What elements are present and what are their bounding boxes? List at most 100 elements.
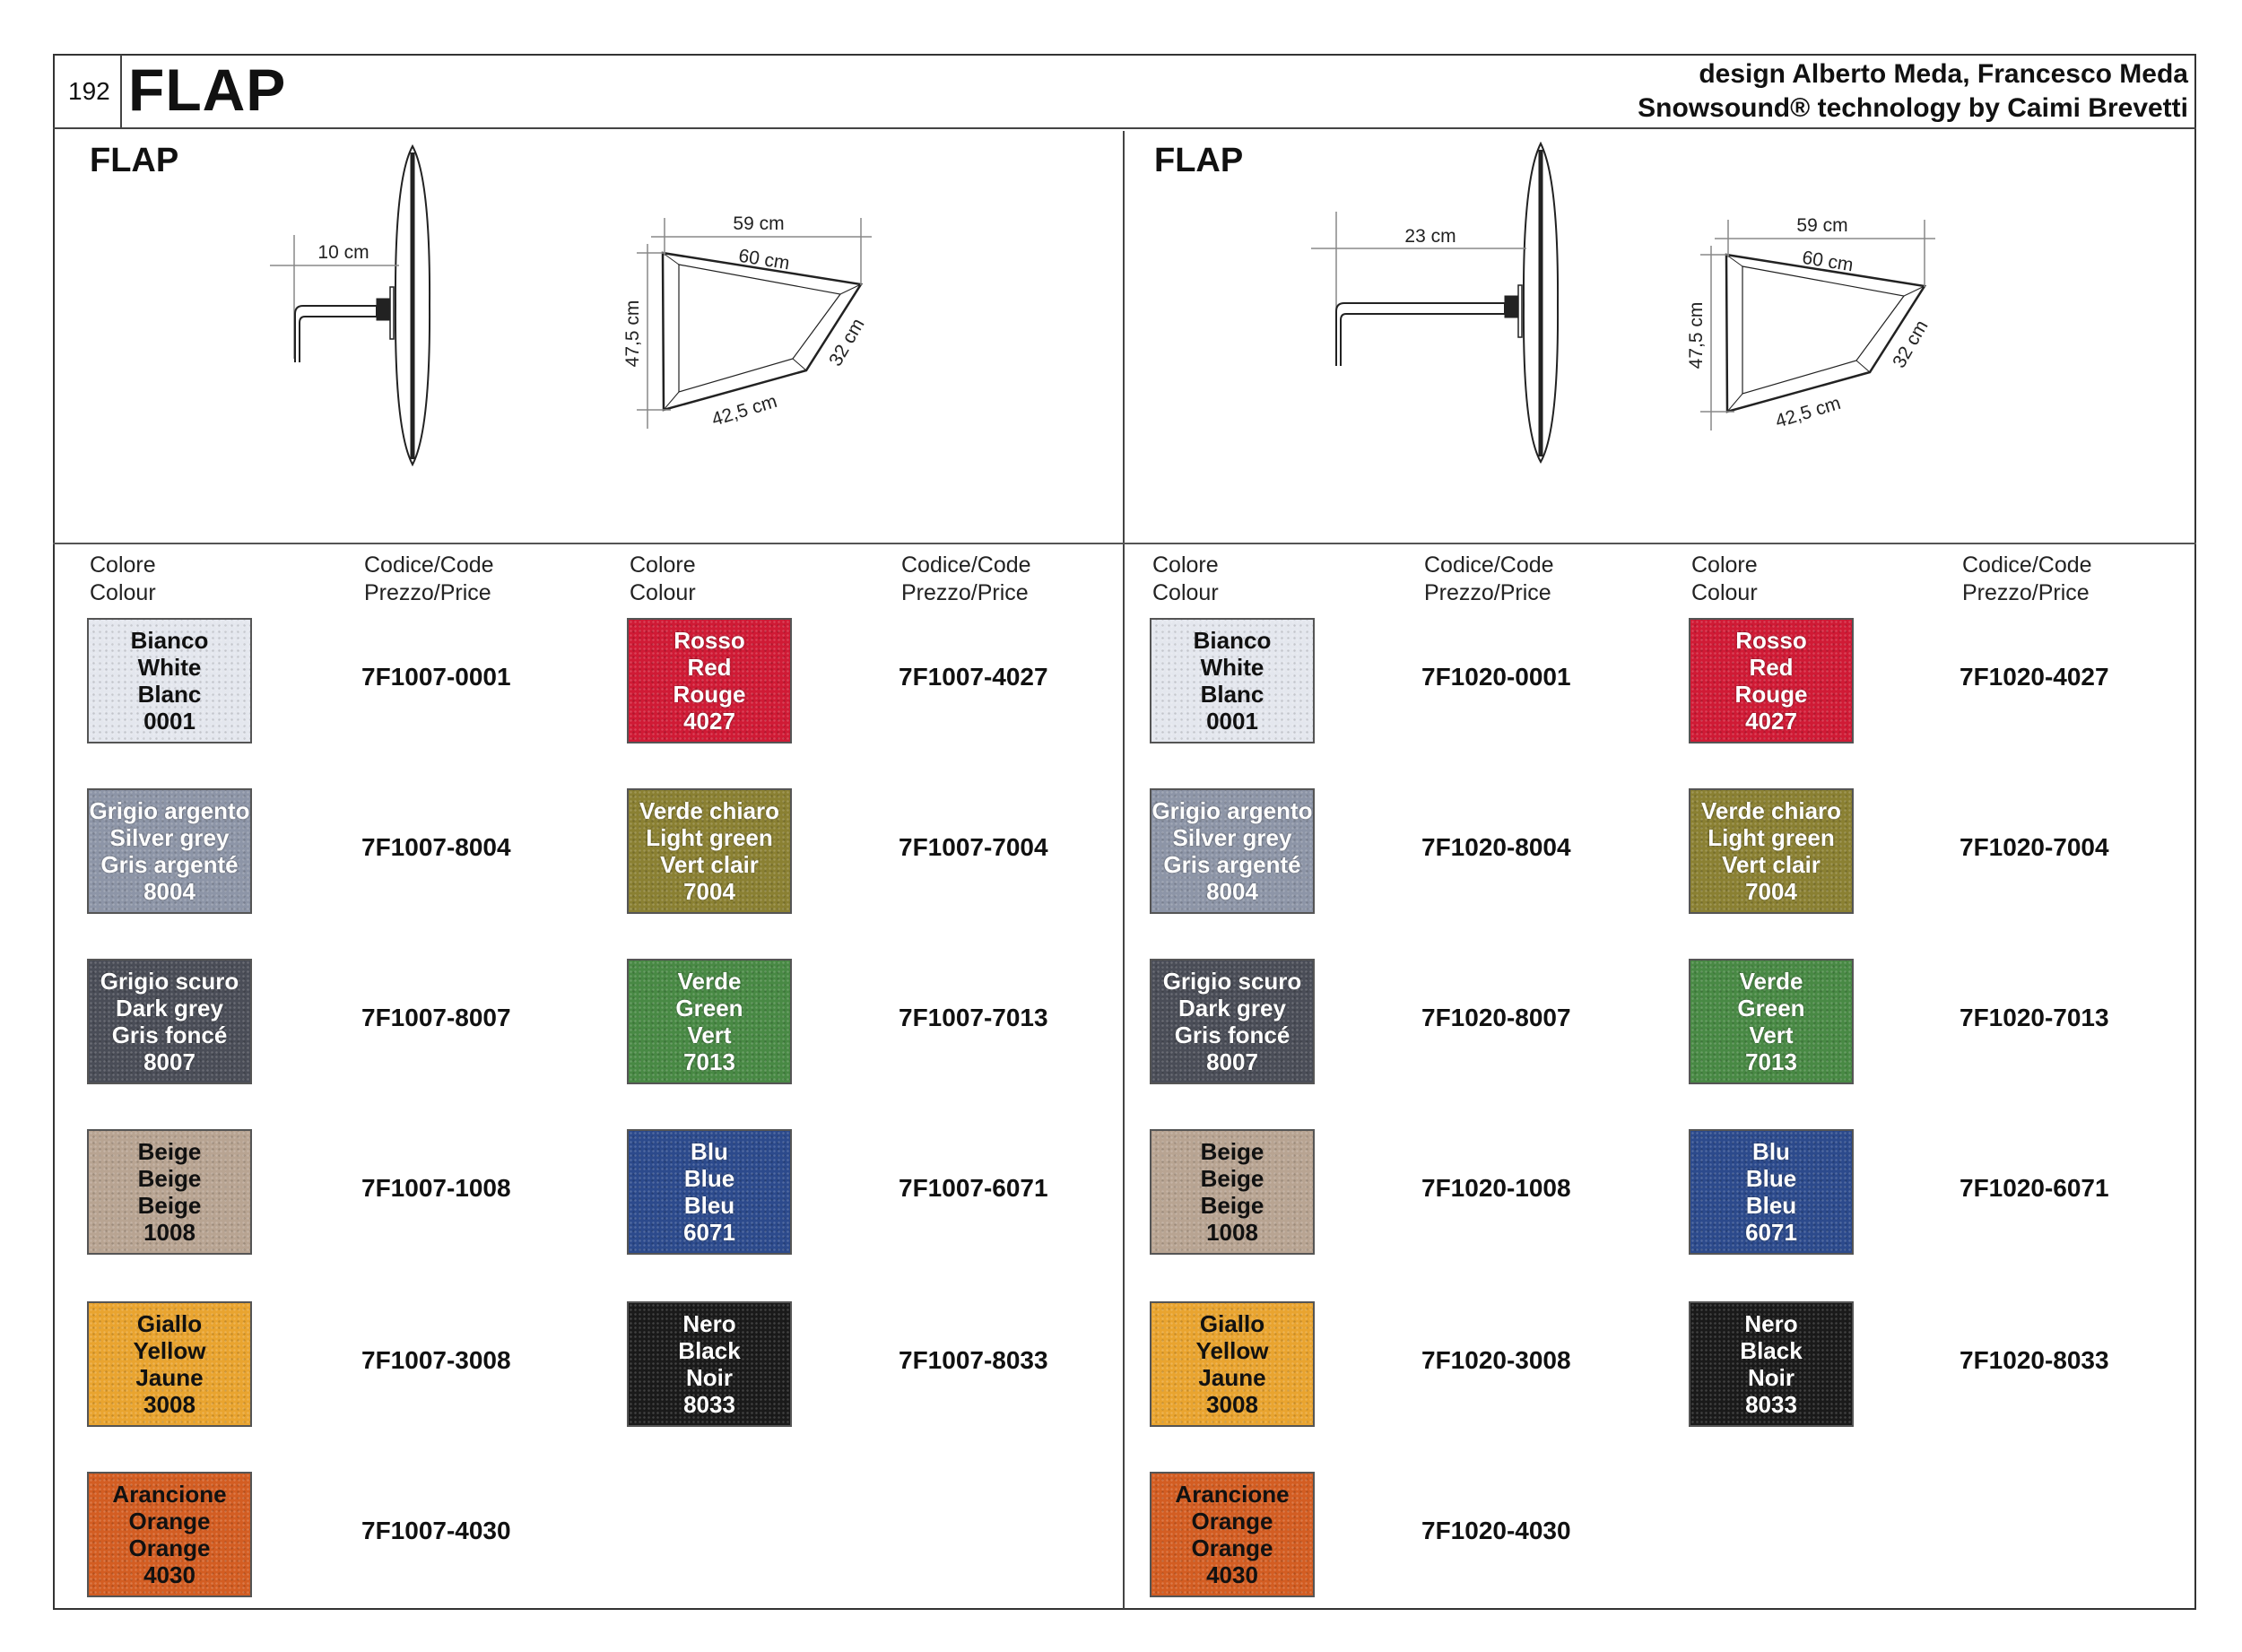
product-code: 7F1007-7004: [899, 833, 1048, 861]
product-code: 7F1007-8004: [361, 833, 511, 861]
colour-number: 0001: [143, 708, 196, 735]
colour-name: Orange: [1191, 1508, 1273, 1535]
product-code: 7F1007-7013: [899, 1004, 1048, 1031]
colour-number: 4027: [1745, 708, 1797, 735]
colour-number: 8007: [143, 1048, 196, 1075]
technology-credit: Snowsound® technology by Caimi Brevetti: [1638, 93, 2188, 123]
designer-credit: design Alberto Meda, Francesco Meda: [1699, 59, 2188, 89]
section-title-flap-23: FLAP: [1154, 142, 1244, 179]
page-title: FLAP: [128, 57, 287, 123]
colour-name: White: [1200, 654, 1264, 681]
product-code: 7F1007-1008: [361, 1174, 511, 1202]
colour-number: 8004: [1206, 878, 1258, 905]
product-code: 7F1020-6071: [1960, 1174, 2109, 1202]
colour-name: Beige: [1200, 1192, 1264, 1219]
colour-name: Blu: [1752, 1138, 1790, 1165]
colour-name: Noir: [1748, 1364, 1794, 1391]
colour-name: Giallo: [1199, 1310, 1265, 1337]
colour-number: 8007: [1206, 1048, 1258, 1075]
colour-number: 8004: [143, 878, 196, 905]
header-line: Prezzo/Price: [364, 580, 491, 605]
colour-name: White: [137, 654, 202, 681]
colour-name: Red: [687, 654, 732, 681]
colour-name: Orange: [1191, 1535, 1273, 1561]
width-dim-label: 59 cm: [1796, 215, 1847, 236]
colour-name: Bianco: [130, 627, 209, 654]
section-title-flap-10: FLAP: [90, 142, 179, 179]
side-edge-dim-label: 32 cm: [825, 315, 869, 370]
colour-name: Rouge: [673, 681, 746, 708]
page-number: 192: [68, 77, 110, 105]
page-number-divider: [120, 55, 122, 128]
side-edge-dim-label: 32 cm: [1889, 317, 1933, 371]
colour-name: Beige: [137, 1138, 202, 1165]
colour-name: Vert: [1749, 1022, 1794, 1048]
credits: design Alberto Meda, Francesco Meda Snow…: [1638, 57, 2188, 126]
colour-name: Giallo: [136, 1310, 203, 1337]
colour-name: Black: [1740, 1337, 1803, 1364]
header-line: Codice/Code: [1962, 552, 2092, 578]
colour-name: Jaune: [135, 1364, 204, 1391]
colour-number: 0001: [1206, 708, 1258, 735]
colour-name: Grigio scuro: [1162, 968, 1302, 995]
header-line: Codice/Code: [1424, 552, 1554, 578]
colour-name: Rosso: [673, 627, 745, 654]
front-view-drawing-left: 59 cm 60 cm 47,5 cm 32 cm 42,5 cm: [622, 213, 872, 430]
bottom-edge-dim-label: 42,5 cm: [1773, 393, 1843, 432]
colour-name: Yellow: [133, 1337, 206, 1364]
colour-name: Bleu: [683, 1192, 735, 1219]
colour-name: Verde: [677, 968, 742, 995]
colour-name: Vert clair: [660, 851, 759, 878]
colour-name: Beige: [137, 1192, 202, 1219]
product-code: 7F1007-4027: [899, 663, 1048, 691]
colour-number: 7004: [1745, 878, 1797, 905]
header-line: Colore: [1152, 552, 1219, 578]
colour-number: 7013: [1745, 1048, 1797, 1075]
header-line: Codice/Code: [901, 552, 1031, 578]
colour-name: Yellow: [1195, 1337, 1269, 1364]
colour-name: Grigio scuro: [100, 968, 239, 995]
colour-number: 3008: [1206, 1391, 1258, 1418]
colour-name: Blue: [683, 1165, 735, 1192]
header-line: Colour: [1152, 580, 1219, 605]
header-divider: [53, 127, 2196, 129]
front-view-drawing-right: 59 cm 60 cm 47,5 cm 32 cm 42,5 cm: [1686, 215, 1935, 432]
colour-name: Blue: [1745, 1165, 1797, 1192]
page-frame: [53, 54, 2196, 1610]
header-line: Colour: [90, 580, 156, 605]
colour-number: 1008: [143, 1219, 196, 1246]
colour-number: 4027: [683, 708, 735, 735]
colour-name: Vert: [687, 1022, 732, 1048]
top-edge-dim-label: 60 cm: [737, 246, 791, 274]
colour-number: 8033: [683, 1391, 735, 1418]
product-code: 7F1020-8004: [1421, 833, 1571, 861]
side-view-drawing-10cm: 10 cm: [270, 143, 431, 467]
top-edge-dim-label: 60 cm: [1801, 248, 1855, 276]
colour-name: Verde: [1739, 968, 1803, 995]
product-code: 7F1007-8033: [899, 1346, 1048, 1374]
colour-name: Vert clair: [1722, 851, 1821, 878]
colour-name: Rosso: [1735, 627, 1807, 654]
colour-name: Red: [1749, 654, 1794, 681]
colour-number: 6071: [1745, 1219, 1797, 1246]
colour-name: Beige: [1200, 1165, 1264, 1192]
header-line: Codice/Code: [364, 552, 494, 578]
